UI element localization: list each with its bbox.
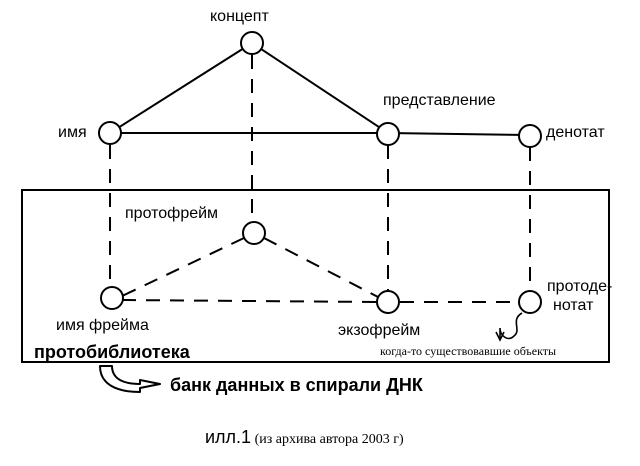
edge-framename-exoframe bbox=[121, 299, 377, 303]
label-protodenotat-2: нотат bbox=[553, 297, 594, 314]
label-protoframe: протофрейм bbox=[125, 205, 219, 222]
label-dna-bank: банк данных в спирали ДНК bbox=[170, 375, 423, 395]
label-concept: концепт bbox=[210, 8, 269, 25]
figure-caption: илл.1 (из архива автора 2003 г) bbox=[205, 428, 404, 449]
edge-protoframe-exoframe bbox=[263, 237, 379, 298]
node-protodenotat bbox=[518, 290, 542, 314]
nodes bbox=[98, 31, 542, 314]
edge-concept-name bbox=[109, 42, 253, 134]
label-exoframe: экзофрейм bbox=[338, 322, 421, 339]
node-protoframe bbox=[242, 221, 266, 245]
node-concept bbox=[240, 31, 264, 55]
caption-note: (из архива автора 2003 г) bbox=[254, 432, 404, 447]
label-once-existing-objects: когда-то существовавшие объекты bbox=[380, 344, 557, 358]
label-frame-name: имя фрейма bbox=[56, 317, 149, 334]
node-representation bbox=[376, 122, 400, 146]
node-frame-name bbox=[100, 286, 124, 310]
dashed-edges bbox=[109, 55, 531, 303]
edge-representation-denotat bbox=[387, 132, 531, 136]
edge-concept-representation bbox=[251, 42, 389, 134]
node-exoframe bbox=[376, 290, 400, 314]
node-name bbox=[98, 121, 122, 145]
label-protodenotat-1: протоде- bbox=[547, 278, 613, 295]
squiggle-arrow bbox=[495, 312, 523, 342]
label-protolibrary: протобиблиотека bbox=[34, 342, 190, 362]
solid-edges bbox=[109, 42, 531, 136]
label-name: имя bbox=[58, 124, 87, 141]
node-denotat bbox=[518, 124, 542, 148]
protolibrary-frame bbox=[21, 189, 610, 363]
edge-protoframe-framename bbox=[119, 237, 245, 298]
caption-main: илл.1 bbox=[205, 427, 252, 447]
label-representation: представление bbox=[383, 92, 496, 109]
curved-arrow bbox=[99, 365, 161, 393]
label-denotat: денотат bbox=[546, 124, 605, 141]
